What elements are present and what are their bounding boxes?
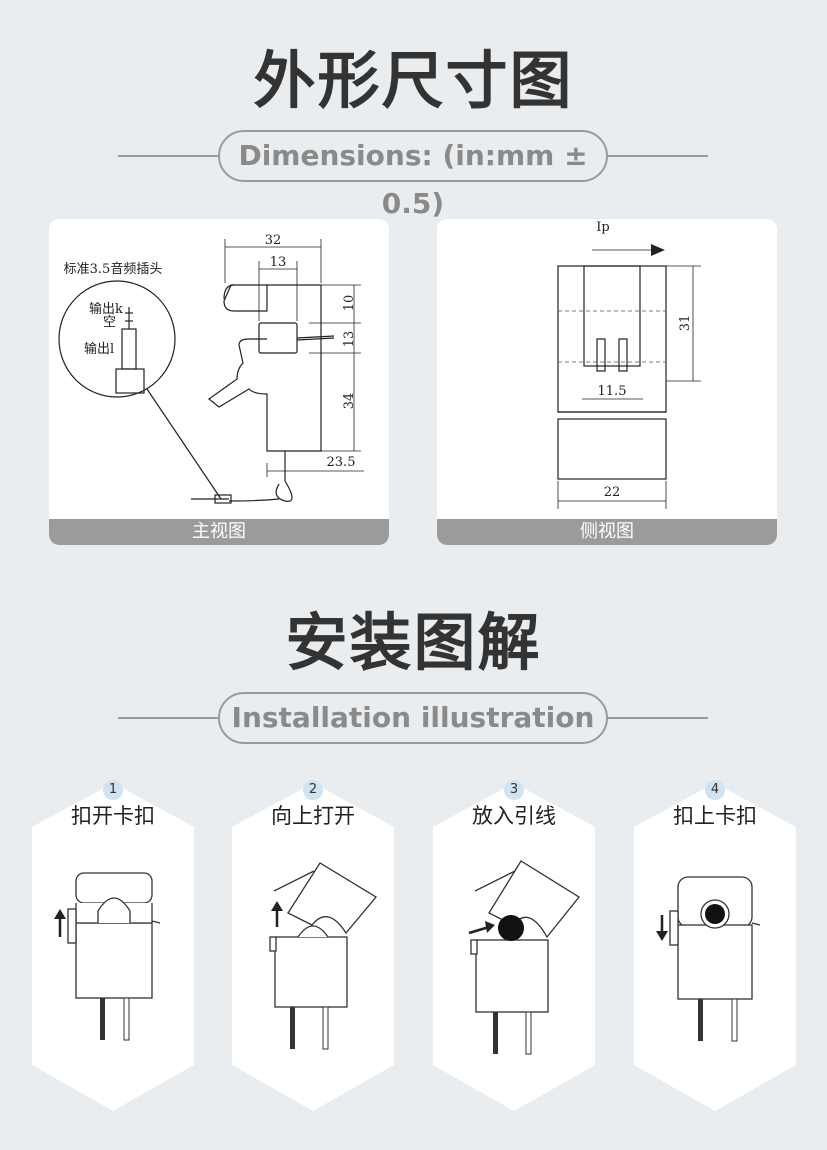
step-3-label: 放入引线 xyxy=(472,804,556,828)
dim-34: 34 xyxy=(342,393,357,410)
front-view-drawing: 标准3.5音频插头 输出k 空 输出l 32 13 10 13 34 23.5 xyxy=(58,233,364,504)
step-4-label: 扣上卡扣 xyxy=(673,804,757,828)
divider-left xyxy=(118,717,218,719)
side-view-caption: 侧视图 xyxy=(437,519,777,545)
dimensions-title: 外形尺寸图 xyxy=(253,44,574,117)
dim-11-5: 11.5 xyxy=(598,384,627,399)
output-k-label: 输出k xyxy=(89,301,123,317)
ip-label: Ip xyxy=(596,220,609,235)
side-view-drawing: Ip 31 11.5 22 xyxy=(557,220,701,509)
step-1-number: 1 xyxy=(103,780,123,800)
plug-label: 标准3.5音频插头 xyxy=(64,261,163,277)
side-view-panel: Ip 31 11.5 22 侧视图 xyxy=(437,219,777,545)
dim-22: 22 xyxy=(604,485,621,500)
step-1-drawing xyxy=(32,783,194,1111)
dim-13-height: 13 xyxy=(342,331,357,348)
step-4-number: 4 xyxy=(705,780,725,800)
step-3-card: 3 放入引线 xyxy=(429,775,599,1117)
installation-subtitle: Installation illustration xyxy=(218,692,608,744)
divider-left xyxy=(118,155,218,157)
step-2-drawing xyxy=(232,783,394,1111)
step-2-label: 向上打开 xyxy=(271,804,355,828)
dim-31: 31 xyxy=(678,315,693,332)
dim-10: 10 xyxy=(342,295,357,312)
step-3-number: 3 xyxy=(504,780,524,800)
step-1-label: 扣开卡扣 xyxy=(71,804,155,828)
divider-right xyxy=(608,155,708,157)
installation-subtitle-row: Installation illustration xyxy=(118,692,708,744)
step-4-drawing xyxy=(634,783,796,1111)
step-2-number: 2 xyxy=(303,780,323,800)
step-4-card: 4 扣上卡扣 xyxy=(630,775,800,1117)
dim-13-width: 13 xyxy=(270,255,287,270)
step-1-card: 1 扣开卡扣 xyxy=(28,775,198,1117)
output-l-label: 输出l xyxy=(84,341,114,357)
installation-title: 安装图解 xyxy=(285,606,542,679)
divider-right xyxy=(608,717,708,719)
dim-32: 32 xyxy=(265,233,282,248)
dimensions-subtitle: Dimensions: (in:mm ± 0.5) xyxy=(218,130,608,220)
step-3-drawing xyxy=(433,783,595,1111)
empty-label: 空 xyxy=(103,315,116,330)
front-view-panel: 标准3.5音频插头 输出k 空 输出l 32 13 10 13 34 23.5 … xyxy=(49,219,389,545)
dim-23-5: 23.5 xyxy=(327,455,356,470)
step-2-card: 2 向上打开 xyxy=(228,775,398,1117)
front-view-caption: 主视图 xyxy=(49,519,389,545)
dimensions-subtitle-row: Dimensions: (in:mm ± 0.5) xyxy=(118,130,708,220)
